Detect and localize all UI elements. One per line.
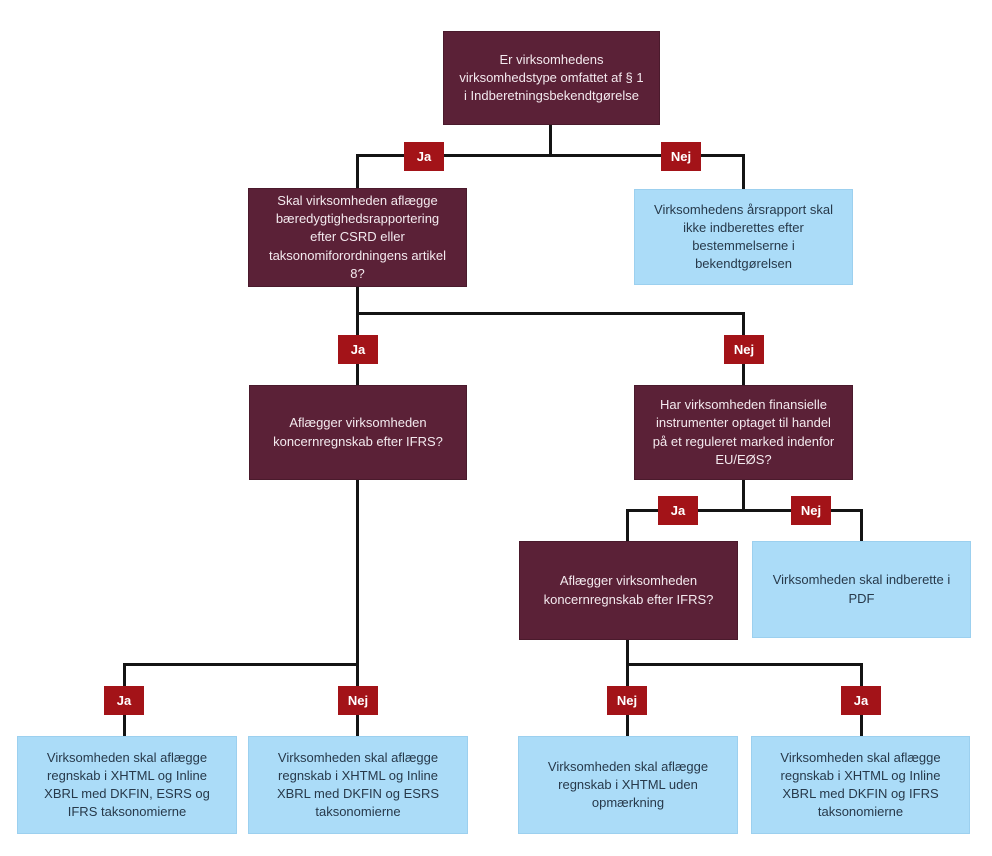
node-question-financial-instruments: Har virksomheden finansielle instrumente…: [634, 385, 853, 480]
edge-label-nej: Nej: [791, 496, 831, 525]
edge-label-ja: Ja: [841, 686, 881, 715]
node-question-ifrs-group-listed: Aflægger virksomheden koncernregnskab ef…: [519, 541, 738, 640]
node-answer-no-report: Virksomhedens årsrapport skal ikke indbe…: [634, 189, 853, 285]
connector-line: [626, 509, 629, 541]
node-answer-xbrl-dkfin-ifrs: Virksomheden skal aflægge regnskab i XHT…: [751, 736, 970, 834]
node-question-ifrs-group: Aflægger virksomheden koncernregnskab ef…: [249, 385, 467, 480]
connector-line: [549, 125, 552, 156]
edge-label-nej: Nej: [724, 335, 764, 364]
node-question-csrd: Skal virksomheden aflægge bæredygtigheds…: [248, 188, 467, 287]
connector-line: [356, 287, 359, 315]
node-answer-pdf: Virksomheden skal indberette i PDF: [752, 541, 971, 638]
connector-line: [626, 640, 629, 666]
edge-label-ja: Ja: [658, 496, 698, 525]
node-answer-xbrl-dkfin-esrs-ifrs: Virksomheden skal aflægge regnskab i XHT…: [17, 736, 237, 834]
connector-line: [742, 480, 745, 512]
connector-line: [626, 663, 863, 666]
connector-line: [356, 154, 745, 157]
node-answer-xbrl-dkfin-esrs: Virksomheden skal aflægge regnskab i XHT…: [248, 736, 468, 834]
connector-line: [742, 154, 745, 189]
edge-label-nej: Nej: [338, 686, 378, 715]
edge-label-ja: Ja: [404, 142, 444, 171]
connector-line: [860, 509, 863, 541]
edge-label-nej: Nej: [607, 686, 647, 715]
edge-label-nej: Nej: [661, 142, 701, 171]
edge-label-ja: Ja: [104, 686, 144, 715]
connector-line: [356, 312, 745, 315]
connector-line: [356, 154, 359, 188]
node-question-scope: Er virksomhedens virksomhedstype omfatte…: [443, 31, 660, 125]
node-answer-xhtml-no-tagging: Virksomheden skal aflægge regnskab i XHT…: [518, 736, 738, 834]
connector-line: [123, 663, 359, 666]
connector-line: [626, 509, 863, 512]
connector-line: [356, 480, 359, 666]
edge-label-ja: Ja: [338, 335, 378, 364]
